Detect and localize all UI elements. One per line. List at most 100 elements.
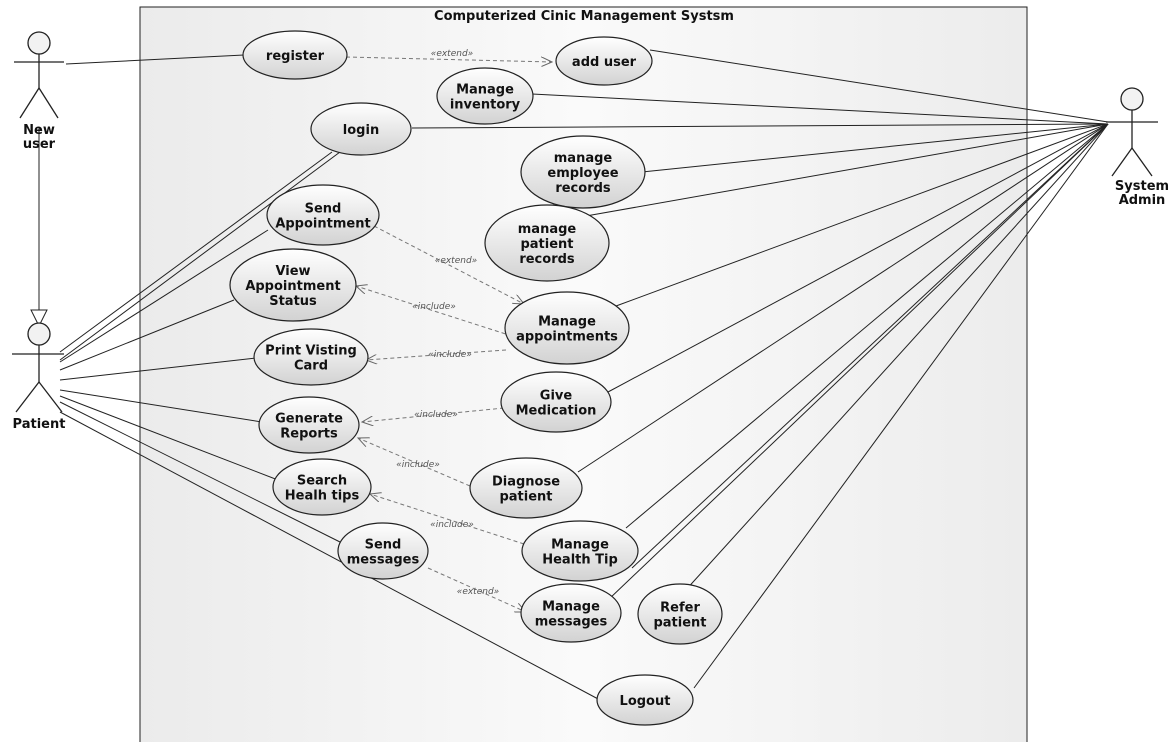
actor-head [27, 322, 51, 346]
include-diagnose-reports [358, 438, 471, 487]
dependencies [345, 56, 552, 612]
use-case-label: Manage [542, 600, 600, 615]
assoc-admin-health-tip [625, 123, 1109, 529]
use-case-label: messages [347, 553, 420, 568]
use-case-ellipse [436, 67, 534, 125]
actor-patient[interactable] [12, 322, 64, 413]
label-include-med: «include» [414, 410, 458, 420]
use-case-label: Healh tips [285, 489, 360, 504]
use-case-label: Appointment [275, 217, 370, 232]
actor-system-admin[interactable] [1106, 87, 1158, 177]
use-case-label: register [266, 49, 325, 64]
assoc-admin-add-user [649, 49, 1109, 123]
actor-label-patient: Patient [13, 417, 66, 432]
use-case-label: Print Visting [265, 344, 357, 359]
use-case-label: Send [365, 538, 402, 553]
use-case-ellipse [555, 36, 653, 86]
use-case-ellipse [484, 204, 610, 282]
label-extend-register: «extend» [431, 49, 473, 59]
assoc-patient-reports [59, 389, 263, 423]
use-case-ellipse [596, 674, 694, 726]
use-case-label: patient [653, 616, 706, 631]
use-case-label: Generate [275, 412, 343, 427]
use-case-ellipse [504, 291, 630, 365]
assoc-admin-medication [607, 123, 1109, 393]
use-case-label: appointments [516, 330, 618, 345]
use-case-ellipse [229, 248, 357, 322]
extend-register-adduser [345, 56, 552, 62]
use-case-ellipse [266, 184, 380, 246]
use-case-ellipse [253, 328, 369, 386]
use-case-logout[interactable]: Logout [596, 674, 694, 726]
assoc-admin-inventory [531, 93, 1109, 125]
actor-label-admin: Admin [1119, 193, 1166, 208]
assoc-admin-patient-records [585, 123, 1109, 217]
label-include-diagnose: «include» [396, 460, 440, 470]
use-case-label: records [519, 252, 575, 267]
actor-head [1120, 87, 1144, 111]
use-case-add-user[interactable]: add user [555, 36, 653, 86]
assoc-patient-search-tips [59, 395, 279, 481]
assoc-patient-send-msg [59, 401, 343, 544]
label-extend-msg: «extend» [457, 587, 499, 597]
label-include-tip: «include» [430, 520, 474, 530]
use-case-ellipse [520, 135, 646, 209]
use-case-label: Card [294, 359, 328, 374]
include-med-reports [362, 407, 505, 422]
label-include-view: «include» [412, 302, 456, 312]
assoc-patient-login-2 [59, 151, 341, 361]
use-case-ellipse [242, 30, 348, 80]
use-case-label: Diagnose [492, 475, 560, 490]
use-case-label: records [555, 181, 611, 196]
label-extend-appt: «extend» [435, 256, 477, 266]
include-tip-search [370, 494, 525, 545]
use-case-register[interactable]: register [242, 30, 348, 80]
assoc-admin-refer [683, 123, 1109, 593]
actor-label-admin: System [1115, 179, 1169, 194]
extend-sendappt-manage [373, 225, 524, 304]
use-case-label: messages [535, 615, 608, 630]
use-case-label: Appointment [245, 279, 340, 294]
assoc-admin-diagnose [577, 123, 1109, 473]
use-case-login[interactable]: login [310, 102, 412, 156]
assoc-admin-health-tip-2 [631, 123, 1109, 569]
assoc-patient-login [59, 151, 333, 353]
include-manage-print [366, 349, 507, 360]
use-case-ellipse [310, 102, 412, 156]
use-case-label: Health Tip [542, 553, 618, 568]
use-case-label: Send [305, 202, 342, 217]
use-case-label: manage [518, 222, 577, 237]
assoc-newuser-register [65, 54, 245, 65]
assoc-admin-appointments [615, 123, 1109, 307]
stereotype-labels: «extend» «extend» «include» «include» «i… [396, 49, 499, 597]
actor-new-user[interactable] [14, 31, 64, 119]
use-case-label: login [343, 123, 379, 138]
assoc-patient-send-appt [59, 229, 269, 363]
use-case-ellipse [500, 371, 612, 433]
use-case-label: patient [520, 237, 573, 252]
generalization-arrowhead [30, 309, 48, 328]
use-case-label: employee [547, 166, 618, 181]
use-case-ellipse [637, 583, 723, 645]
use-case-label: inventory [450, 98, 521, 113]
use-case-ellipse [469, 457, 583, 519]
